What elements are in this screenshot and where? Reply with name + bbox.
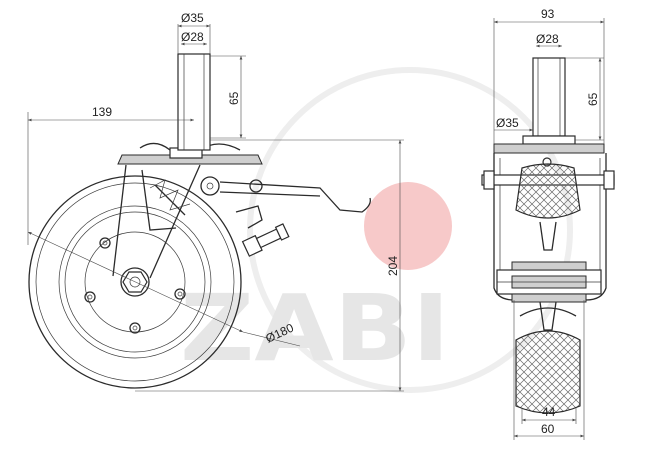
side-hub-cap-bottom [511,293,587,303]
side-top-plate [493,143,605,154]
dim-side-wheel-width: 60 [541,422,555,436]
watermark-text: ZABI [180,275,450,382]
fork-brace [141,169,186,231]
dim-front-stem-inner: Ø28 [181,30,204,44]
side-tire-upper [515,163,581,219]
side-rim-upper [539,221,557,251]
dim-front-stem-height: 65 [227,91,241,105]
brake-lever-lower [219,191,321,197]
brake-adjust-bolt [241,223,290,257]
side-view: 93 Ø28 65 Ø35 44 60 [481,7,615,440]
watermark-dot [364,182,452,270]
dim-front-offset: 139 [92,105,112,119]
side-stem-base [522,135,576,145]
lever-pin [249,179,263,193]
wheel-bolt [129,322,141,334]
watermark-ring [247,67,573,393]
wheel-bolt-center [132,325,138,331]
wheel-bolt [99,237,111,249]
dim-side-tread-width: 44 [542,405,556,419]
dim-side-stem-height: 65 [586,92,600,106]
fork-legs [112,164,201,279]
dim-side-top-width: 93 [541,7,555,21]
brake-pivot [200,176,220,196]
brake-lever [219,181,371,213]
wheel-bolt-center [87,294,93,300]
wheel-bolt [84,291,96,303]
dim-front-stem-outer: Ø35 [181,11,204,25]
dim-front-total-height: 204 [386,256,400,276]
side-tire-lower [515,330,581,414]
side-hub-cap-top [511,261,587,271]
side-rim-lower [539,301,557,331]
dim-side-stem-outer: Ø35 [496,116,519,130]
stem [177,53,211,151]
top-plate [117,154,263,165]
brake-link [235,205,263,229]
dim-side-stem-inner: Ø28 [536,32,559,46]
brake-teeth [149,179,191,211]
